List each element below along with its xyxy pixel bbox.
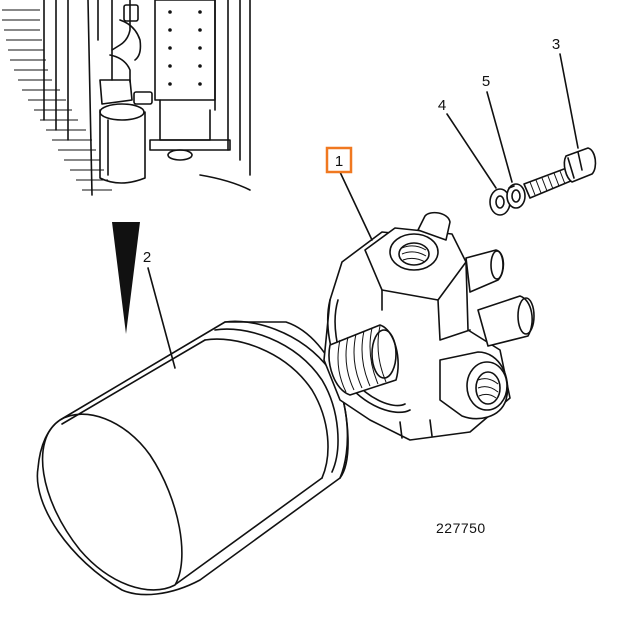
filter-canister-icon	[36, 320, 349, 596]
callout-4[interactable]: 4	[438, 97, 446, 114]
callout-5-label: 5	[482, 73, 490, 90]
callout-highlight-box	[325, 146, 353, 174]
callout-2-label: 2	[143, 249, 151, 266]
machine-detail-icon	[2, 0, 251, 334]
leader-lines	[147, 53, 579, 369]
callout-3[interactable]: 3	[552, 36, 560, 53]
bolt-icon	[523, 147, 597, 199]
spring-washer-icon	[506, 183, 526, 209]
callout-5[interactable]: 5	[482, 73, 490, 90]
callout-4-label: 4	[438, 97, 446, 114]
callout-2[interactable]: 2	[143, 249, 151, 266]
figure-number: 227750	[436, 520, 486, 536]
callout-1-label: 1	[335, 153, 343, 170]
callout-1[interactable]: 1	[325, 146, 353, 174]
filter-head-icon	[323, 211, 535, 441]
callout-3-label: 3	[552, 36, 560, 53]
